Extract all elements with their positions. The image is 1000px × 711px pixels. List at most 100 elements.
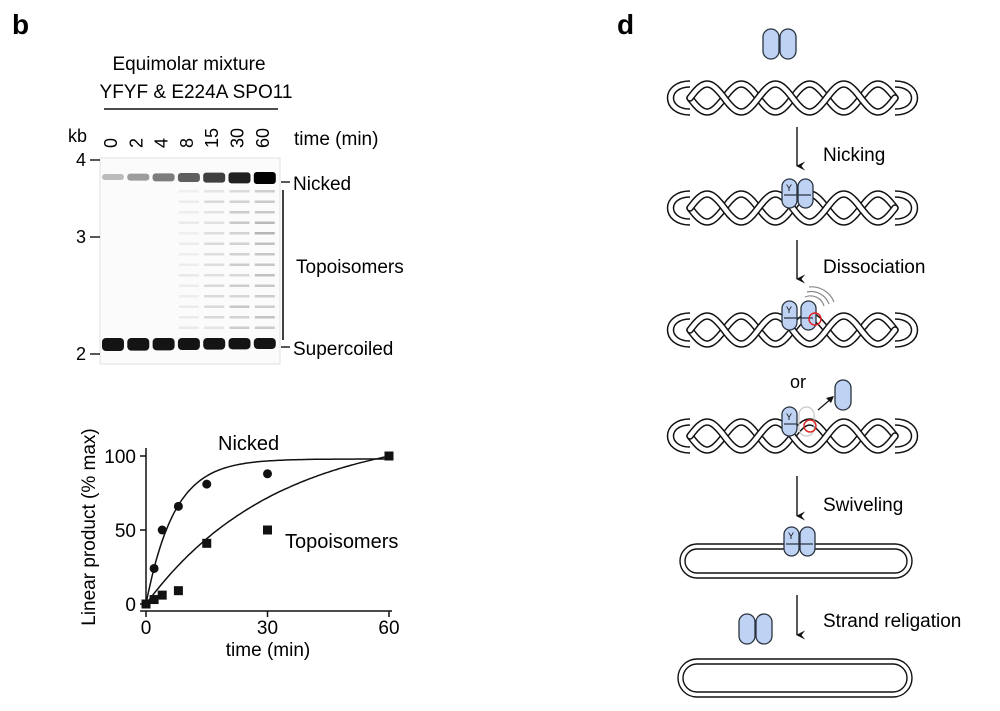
gel-band-topoisomer	[204, 253, 224, 256]
band-label-nicked: Nicked	[293, 174, 351, 195]
gel-band-nicked	[203, 173, 225, 183]
gel-band-topoisomer	[255, 264, 275, 267]
gel-band-topoisomer	[179, 253, 199, 256]
point-nicked	[158, 526, 167, 535]
gel-band-nicked	[229, 172, 251, 183]
lane-labels: 0248153060	[101, 128, 273, 148]
gel-band-supercoiled	[178, 338, 200, 350]
chart-x-label: time (min)	[226, 640, 310, 661]
series-label-topoisomers: Topoisomers	[285, 531, 398, 553]
lane-label: 2	[126, 138, 146, 148]
kinetics-chart: 0 50 100 0 30 60 Nicked Topoisomers time (min…	[79, 428, 400, 661]
gel-band-supercoiled	[102, 338, 124, 351]
y-tick-label: 50	[115, 521, 136, 542]
gel-band-topoisomer	[179, 232, 199, 235]
gel-band-topoisomer	[179, 295, 199, 298]
gel-band-supercoiled	[127, 338, 149, 351]
gel-band-topoisomer	[255, 306, 275, 309]
chart-points	[142, 452, 394, 609]
gel-band-topoisomer	[204, 222, 224, 225]
x-tick-label: 0	[141, 618, 152, 639]
gel-band-topoisomer	[230, 201, 250, 204]
kb-label: kb	[68, 126, 87, 146]
gel-band-nicked	[178, 173, 200, 182]
gel-band-topoisomer	[230, 211, 250, 214]
gel-band-nicked	[254, 172, 276, 184]
gel-band-topoisomer	[204, 295, 224, 298]
gel-band-topoisomer	[204, 211, 224, 214]
gel-band-supercoiled	[153, 338, 175, 350]
x-tick-label: 30	[257, 618, 278, 639]
kb-tick-2: 2	[76, 344, 86, 364]
gel-band-topoisomer	[179, 306, 199, 309]
gel-band-topoisomer	[230, 232, 250, 235]
gel-band-topoisomer	[230, 243, 250, 246]
point-nicked	[263, 469, 272, 478]
gel-band-supercoiled	[203, 338, 225, 350]
gel-band-topoisomer	[179, 243, 199, 246]
gel-band-topoisomer	[255, 327, 275, 330]
gel-band-topoisomer	[179, 264, 199, 267]
lane-label: 8	[177, 138, 197, 148]
gel-band-supercoiled	[254, 338, 276, 349]
gel-band-topoisomer	[230, 285, 250, 288]
point-topoisomers	[174, 586, 183, 595]
bound-dimer-swiveling: Y	[784, 527, 815, 556]
gel-band-topoisomer	[179, 285, 199, 288]
free-dimer-bottom	[739, 614, 772, 644]
band-markers	[281, 182, 290, 347]
gel-band-supercoiled	[229, 338, 251, 349]
y-tick-label: 0	[125, 595, 136, 616]
gel-band-topoisomer	[204, 264, 224, 267]
gel-band-topoisomer	[179, 274, 199, 277]
lane-label: 15	[202, 128, 222, 148]
gel-band-topoisomer	[230, 327, 250, 330]
lane-label: 4	[152, 138, 172, 148]
point-nicked	[202, 480, 211, 489]
kb-tick-3: 3	[76, 227, 86, 247]
step-nicking-label: Nicking	[823, 145, 885, 166]
point-nicked	[174, 502, 183, 511]
time-label: time (min)	[294, 129, 378, 150]
panel-d-label: d	[617, 9, 634, 40]
gel-band-nicked	[127, 174, 149, 181]
lane-label: 60	[253, 128, 273, 148]
gel-header-line2: YFYF & E224A SPO11	[100, 82, 293, 103]
lane-label: 30	[228, 128, 248, 148]
gel-band-topoisomer	[230, 274, 250, 277]
gel-image	[100, 158, 280, 364]
gel-band-topoisomer	[230, 295, 250, 298]
gel-band-topoisomer	[204, 232, 224, 235]
gel-band-topoisomer	[204, 306, 224, 309]
tyrosine-label-1: Y	[786, 183, 792, 193]
relaxed-dna-2	[678, 659, 912, 697]
gel-band-topoisomer	[179, 211, 199, 214]
series-label-nicked: Nicked	[218, 433, 279, 455]
gel-band-topoisomer	[255, 190, 275, 193]
point-topoisomers	[150, 595, 159, 604]
gel-band-topoisomer	[255, 285, 275, 288]
tyrosine-label-3: Y	[786, 412, 792, 422]
gel-band-topoisomer	[179, 327, 199, 330]
y-tick-label: 100	[104, 447, 136, 468]
gel-band-topoisomer	[230, 306, 250, 309]
point-topoisomers	[158, 591, 167, 600]
gel-band-topoisomer	[255, 222, 275, 225]
chart-y-label: Linear product (% max)	[79, 428, 100, 625]
gel-band-topoisomer	[230, 316, 250, 319]
step-dissociation-label: Dissociation	[823, 257, 925, 278]
kb-axis: 4 3 2	[76, 150, 100, 364]
point-topoisomers	[142, 600, 151, 609]
step-religation-label: Strand religation	[823, 611, 961, 632]
gel-band-topoisomer	[204, 201, 224, 204]
tyrosine-label-2: Y	[786, 305, 792, 315]
gel-band-topoisomer	[204, 190, 224, 193]
gel-band-topoisomer	[179, 190, 199, 193]
gel-band-topoisomer	[204, 327, 224, 330]
gel-band-topoisomer	[255, 232, 275, 235]
x-tick-label: 60	[378, 618, 399, 639]
gel-band-topoisomer	[204, 274, 224, 277]
gel-header-line1: Equimolar mixture	[112, 54, 265, 75]
supercoiled-dna-1	[671, 84, 915, 112]
